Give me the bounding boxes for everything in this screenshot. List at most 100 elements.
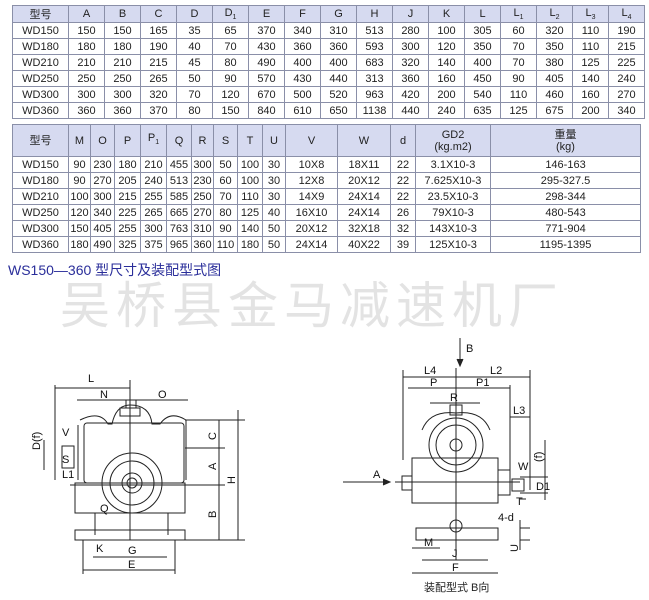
value-cell: 140 [428, 54, 465, 71]
column-header: O [90, 124, 115, 157]
value-cell: 100 [237, 156, 263, 173]
column-header: GD2(kg.m2) [415, 124, 491, 157]
value-cell: 460 [536, 86, 573, 103]
value-cell: 230 [191, 172, 214, 189]
column-header: L3 [572, 5, 609, 23]
dim-label-F: F [452, 562, 459, 574]
left-view-drawing [43, 380, 245, 574]
right-view-drawing [343, 338, 548, 574]
value-cell: 125 [500, 102, 537, 119]
dim-label-4-d: 4-d [498, 512, 514, 524]
dim-label-T: T [516, 496, 523, 508]
dim-label-V: V [62, 427, 70, 439]
value-cell: 20X12 [285, 220, 338, 237]
value-cell: 540 [464, 86, 501, 103]
column-header: 型号 [12, 124, 69, 157]
drawing-caption: 装配型式 B向 [424, 582, 490, 594]
model-cell: WD150 [12, 156, 69, 173]
dim-label-L2: L2 [490, 365, 502, 377]
value-cell: 160 [572, 86, 609, 103]
value-cell: 90 [68, 172, 91, 189]
column-header: G [320, 5, 357, 23]
column-header: Q [166, 124, 192, 157]
value-cell: 39 [390, 236, 416, 253]
value-cell: 665 [166, 204, 192, 221]
value-cell: 14X9 [285, 188, 338, 205]
value-cell: 30 [262, 172, 286, 189]
value-cell: 265 [140, 70, 177, 87]
value-cell: 340 [608, 102, 645, 119]
value-cell: 310 [320, 22, 357, 39]
dim-label-C: C [207, 432, 219, 440]
value-cell: 24X14 [337, 188, 391, 205]
model-cell: WD360 [12, 102, 69, 119]
value-cell: 120 [212, 86, 249, 103]
value-cell: 110 [213, 236, 238, 253]
column-header: 重量(kg) [490, 124, 641, 157]
value-cell: 125X10-3 [415, 236, 491, 253]
section-title: WS150—360 型尺寸及装配型式图 [8, 262, 222, 278]
value-cell: 110 [572, 22, 609, 39]
value-cell: 490 [90, 236, 115, 253]
value-cell: 375 [140, 236, 167, 253]
value-cell: 50 [176, 70, 213, 87]
value-cell: 635 [464, 102, 501, 119]
value-cell: 255 [114, 220, 141, 237]
column-header: C [140, 5, 177, 23]
value-cell: 80 [213, 204, 238, 221]
dim-label-S: S [62, 454, 69, 466]
value-cell: 400 [464, 54, 501, 71]
value-cell: 320 [392, 54, 429, 71]
view-arrow-B: B [466, 343, 473, 355]
dim-label-H: H [226, 476, 238, 484]
value-cell: 965 [166, 236, 192, 253]
value-cell: 32X18 [337, 220, 391, 237]
value-cell: 255 [140, 188, 167, 205]
value-cell: 150 [212, 102, 249, 119]
dim-label-J: J [452, 548, 458, 560]
value-cell: 40X22 [337, 236, 391, 253]
column-header: W [337, 124, 391, 157]
column-header: D [176, 5, 213, 23]
value-cell: 360 [104, 102, 141, 119]
dim-label-M: M [424, 537, 433, 549]
value-cell: 350 [464, 38, 501, 55]
column-header: A [68, 5, 105, 23]
dim-label-O: O [158, 389, 167, 401]
value-cell: 100 [428, 22, 465, 39]
model-cell: WD210 [12, 54, 69, 71]
value-cell: 120 [428, 38, 465, 55]
value-cell: 140 [237, 220, 263, 237]
model-cell: WD300 [12, 86, 69, 103]
value-cell: 265 [140, 204, 167, 221]
dim-label-K: K [96, 543, 104, 555]
column-header: L4 [608, 5, 645, 23]
value-cell: 110 [572, 38, 609, 55]
watermark: 吴桥县金马减速机厂 [60, 277, 564, 335]
dim-label-R: R [450, 392, 458, 404]
column-header: S [213, 124, 238, 157]
value-cell: 280 [392, 22, 429, 39]
value-cell: 1195-1395 [490, 236, 641, 253]
dim-label-U: U [509, 544, 521, 552]
dim-label-L: L [88, 373, 94, 385]
dim-label-E: E [128, 559, 135, 571]
view-arrow-A: A [373, 469, 381, 481]
column-header: H [356, 5, 393, 23]
column-header: E [248, 5, 285, 23]
value-cell: 16X10 [285, 204, 338, 221]
value-cell: 370 [248, 22, 285, 39]
column-header: K [428, 5, 465, 23]
dim-label-P1: P1 [476, 377, 489, 389]
value-cell: 180 [237, 236, 263, 253]
